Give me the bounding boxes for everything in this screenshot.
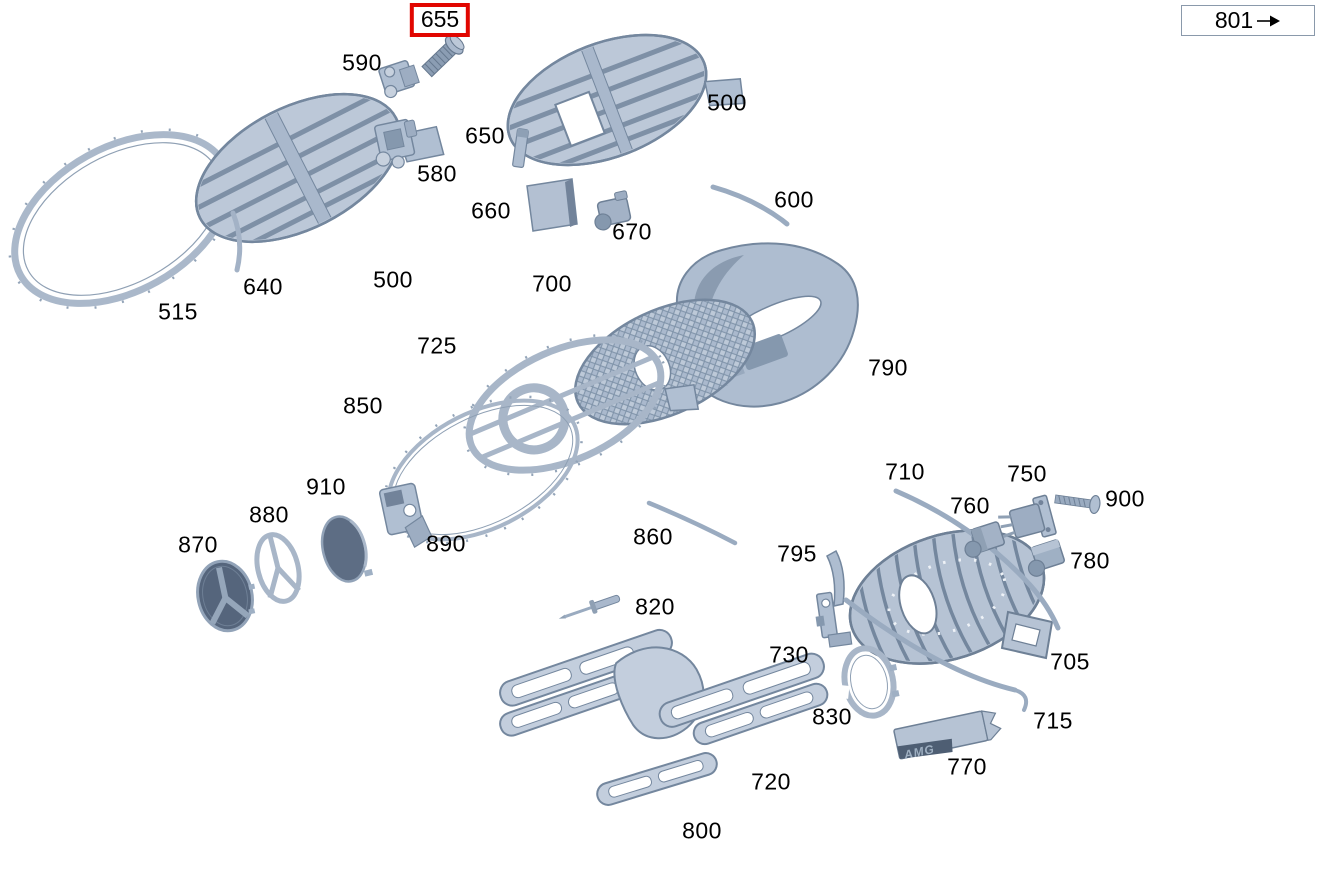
part-860-strip	[646, 500, 738, 546]
part-label-795: 795	[777, 540, 817, 567]
part-label-590: 590	[342, 49, 382, 76]
arrow-right-icon	[1257, 15, 1281, 26]
part-910-cover-disc	[320, 515, 374, 583]
part-label-860: 860	[633, 523, 673, 550]
part-795-wedge	[826, 549, 845, 607]
part-label-900: 900	[1105, 485, 1145, 512]
part-720-louvre-assembly	[499, 628, 829, 746]
part-590-bracket	[378, 60, 420, 99]
part-label-600: 600	[774, 186, 814, 213]
highlighted-part-callout-655[interactable]: 655	[409, 3, 471, 37]
part-label-650: 650	[465, 122, 505, 149]
part-650-clip	[512, 128, 529, 168]
part-label-790: 790	[868, 354, 908, 381]
part-label-705: 705	[1050, 648, 1090, 675]
part-500-grille-top	[498, 33, 745, 181]
part-600-strip	[710, 184, 790, 227]
part-label-715: 715	[1033, 707, 1073, 734]
part-label-830: 830	[812, 703, 852, 730]
part-label-730: 730	[769, 641, 809, 668]
part-label-780: 780	[1070, 547, 1110, 574]
part-715-strip	[843, 597, 1029, 712]
part-label-515: 515	[158, 298, 198, 325]
part-label-760: 760	[950, 492, 990, 519]
part-655-bolt	[421, 34, 465, 78]
part-760-sensor	[964, 521, 1005, 558]
part-780-sensor	[1027, 539, 1065, 577]
nav-callout-label: 801	[1214, 7, 1254, 33]
part-770-amg-badge: AMG	[893, 710, 1002, 762]
part-660-plate	[526, 178, 578, 232]
part-750-sensor-plug	[998, 494, 1057, 539]
part-label-890: 890	[426, 530, 466, 557]
part-label-500-top: 500	[707, 89, 747, 116]
part-890-camera-bracket	[378, 482, 433, 549]
part-500-grille-left	[185, 89, 445, 262]
part-705-bracket-arm	[1000, 610, 1054, 660]
part-label-910: 910	[306, 473, 346, 500]
part-label-720: 720	[751, 768, 791, 795]
part-label-820: 820	[635, 593, 675, 620]
part-900-screw	[1054, 494, 1101, 515]
part-label-710: 710	[885, 458, 925, 485]
part-580-bracket	[374, 118, 418, 169]
part-710-strip	[893, 488, 1061, 631]
part-820-pin	[558, 594, 621, 619]
part-label-870: 870	[178, 531, 218, 558]
part-label-850: 850	[343, 392, 383, 419]
part-870-badge-disc	[196, 559, 256, 633]
part-label-660: 660	[471, 197, 511, 224]
part-880-star-emblem	[254, 532, 302, 604]
amg-badge-text: AMG	[902, 742, 936, 762]
part-label-750: 750	[1007, 460, 1047, 487]
part-label-640: 640	[243, 273, 283, 300]
part-830-ring	[837, 645, 900, 719]
part-label-800: 800	[682, 817, 722, 844]
part-label-580: 580	[417, 160, 457, 187]
next-page-callout-801[interactable]: 801	[1181, 5, 1315, 36]
part-640-strip	[230, 210, 243, 273]
part-label-770: 770	[947, 753, 987, 780]
part-label-500-left: 500	[373, 266, 413, 293]
part-label-725: 725	[417, 332, 457, 359]
part-label-700: 700	[532, 270, 572, 297]
part-670-sensor	[594, 190, 632, 231]
part-label-670: 670	[612, 218, 652, 245]
part-730-bracket	[815, 591, 853, 648]
part-800-louvre-strip	[596, 752, 718, 806]
part-label-880: 880	[249, 501, 289, 528]
